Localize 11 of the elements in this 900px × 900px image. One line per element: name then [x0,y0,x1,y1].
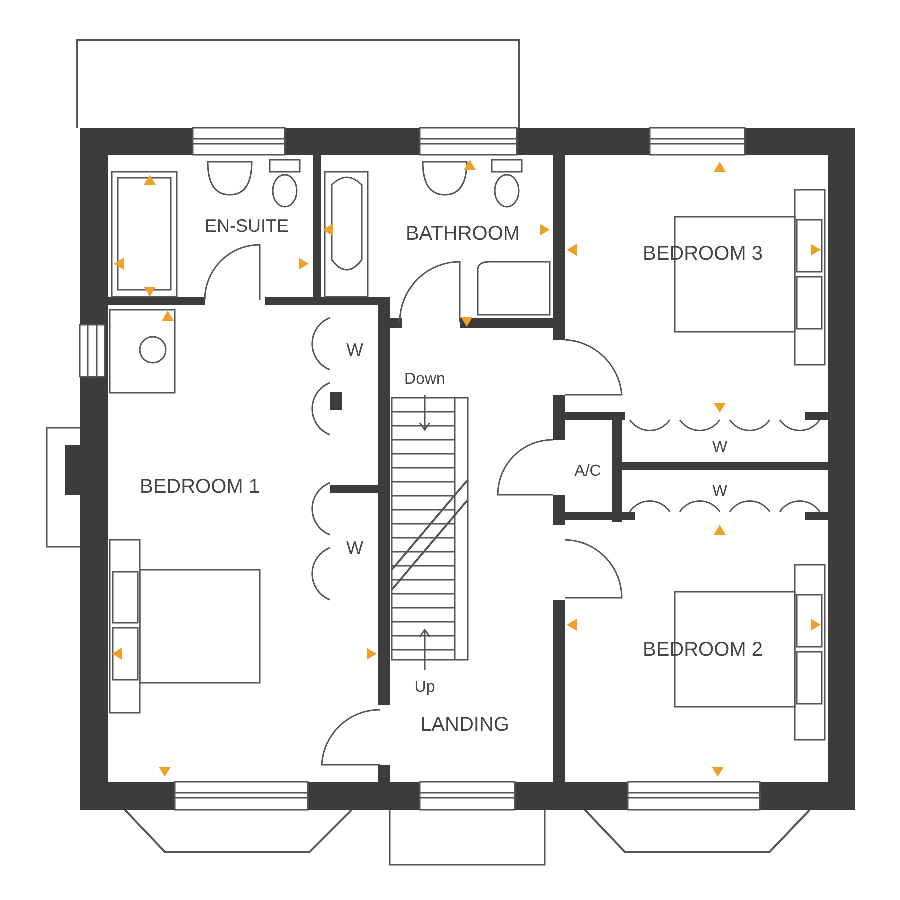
room-label: BEDROOM 1 [140,477,260,497]
stair-label: Down [404,372,446,388]
room-label: A/C [574,464,602,480]
stair-label: Up [414,680,436,696]
room-label: EN-SUITE [205,217,289,235]
room-label: BATHROOM [406,224,520,244]
wardrobe-label: W [346,539,364,557]
wardrobe-label: W [346,341,364,359]
wardrobe-label: W [712,484,728,500]
wardrobe-label: W [712,440,728,456]
room-label: LANDING [420,715,510,735]
